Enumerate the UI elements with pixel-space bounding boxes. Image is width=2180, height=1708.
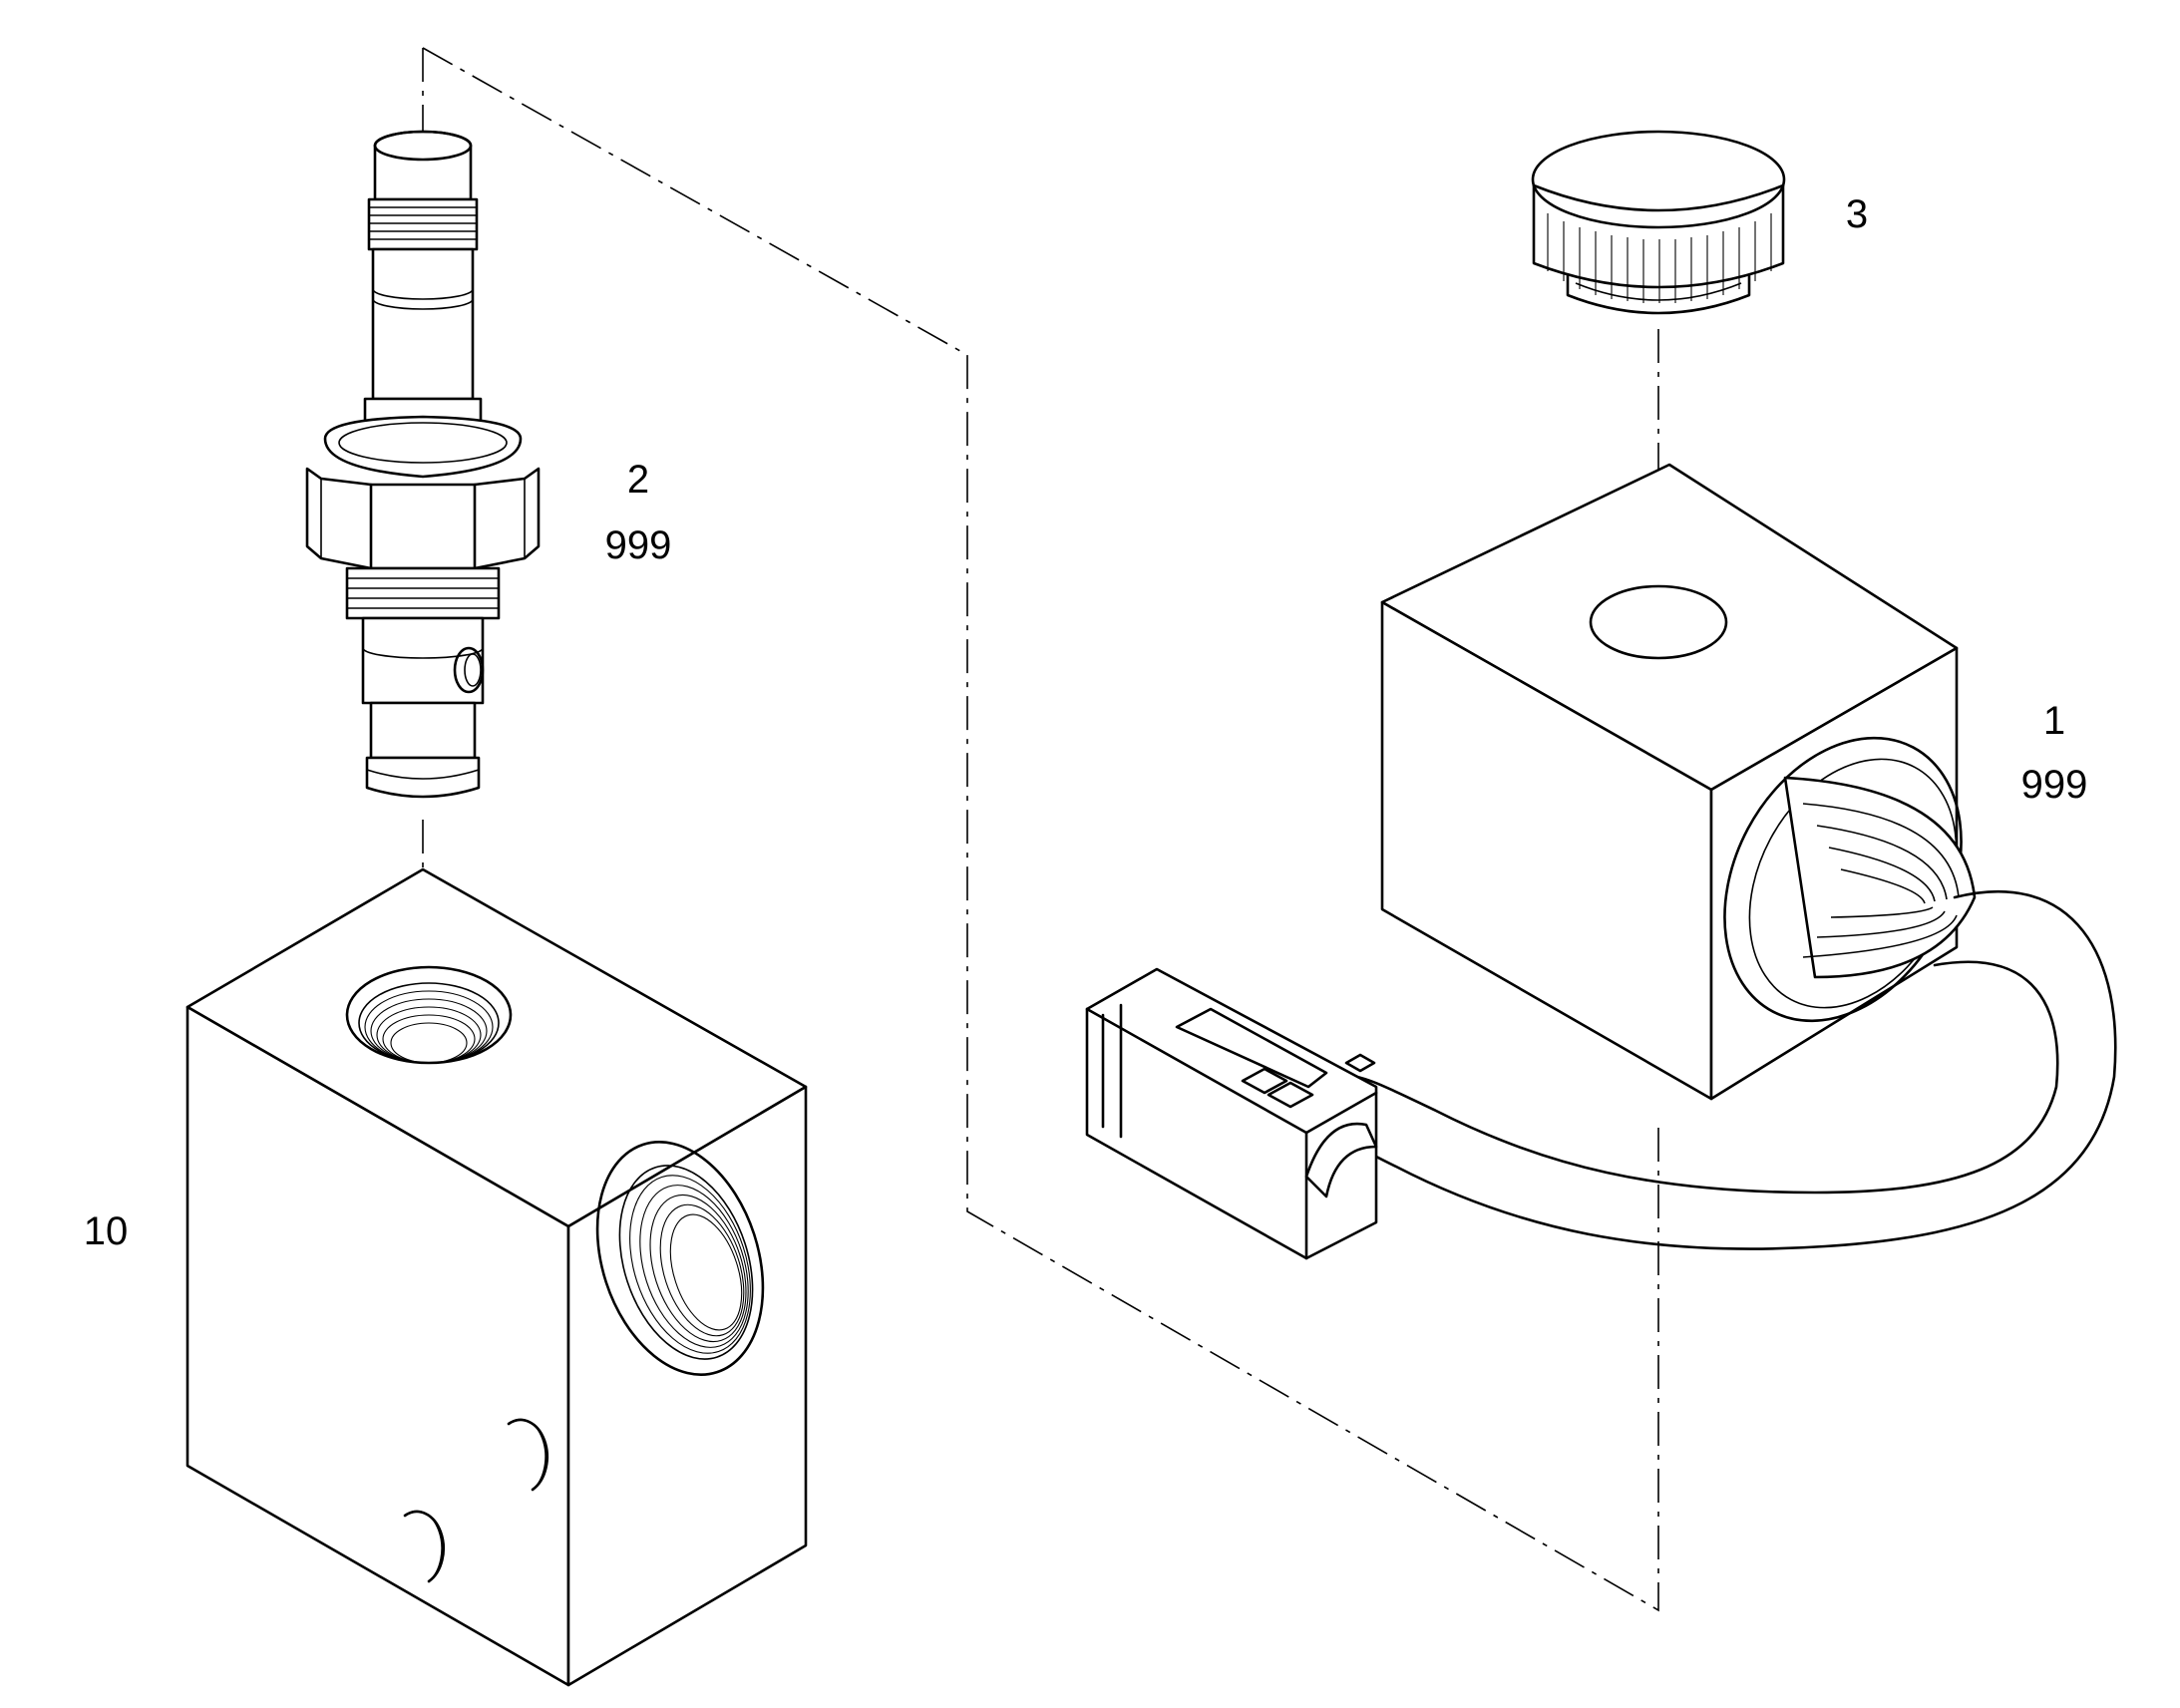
label-item-1-qty: 999 xyxy=(2021,763,2088,807)
label-item-2-number: 2 xyxy=(627,458,649,502)
cartridge-valve xyxy=(305,130,541,799)
manifold-block xyxy=(185,867,808,1687)
solenoid-coil xyxy=(1085,463,2117,1260)
label-item-10-number: 10 xyxy=(84,1209,129,1253)
knurled-cap-nut xyxy=(1531,130,1786,315)
label-item-2-qty: 999 xyxy=(605,523,672,567)
label-item-1-number: 1 xyxy=(2043,699,2065,743)
label-item-3-number: 3 xyxy=(1846,192,1868,236)
